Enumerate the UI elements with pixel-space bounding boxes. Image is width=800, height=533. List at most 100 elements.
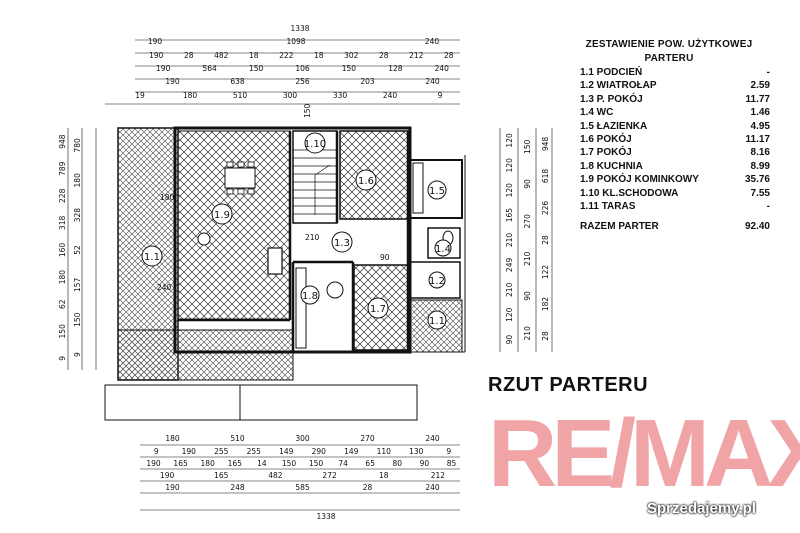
dimension-label: 165: [228, 459, 243, 468]
note-90: 90: [380, 253, 390, 262]
dimension-label: 212: [409, 51, 424, 60]
dimension-label: 28: [541, 331, 550, 341]
dimension-label: 150: [309, 459, 324, 468]
room-tag-1-8: 1.8: [302, 291, 318, 302]
room-tag-1-6: 1.6: [358, 176, 374, 187]
dimension-label: 222: [279, 51, 294, 60]
dim-top-r1-left: 190: [148, 37, 163, 46]
dimension-label: 190: [182, 447, 197, 456]
legend-room-value: 4.95: [750, 120, 770, 132]
legend-total-value: 92.40: [744, 221, 770, 233]
dimension-label: 203: [360, 77, 375, 86]
dimension-label: 190: [165, 77, 180, 86]
dimension-label: 106: [295, 64, 310, 73]
dimension-label: 149: [279, 447, 294, 456]
dimension-label: 110: [377, 447, 392, 456]
dimension-label: 52: [73, 245, 82, 255]
legend-room-value: 1.46: [750, 107, 770, 119]
room-tag-1-1-right: 1.1: [429, 316, 445, 327]
dimension-label: 149: [344, 447, 359, 456]
bathtub: [412, 162, 424, 214]
dimension-label: 240: [435, 64, 450, 73]
dimension-label: 210: [523, 326, 532, 341]
dimension-label: 256: [295, 77, 310, 86]
legend-total-label: RAZEM PARTER: [580, 221, 659, 233]
dimension-label: 270: [360, 434, 375, 443]
legend-room-label: 1.2 WIATROŁAP: [580, 80, 657, 92]
room-labels: 1.1 1.9 1.10 1.6 1.3 1.8 1.7 1.5 1.4 1.2…: [141, 132, 452, 330]
dimension-label: 90: [505, 335, 514, 345]
dimension-label: 80: [393, 459, 403, 468]
floor-lamp: [197, 232, 211, 246]
plan-title: RZUT PARTERU: [488, 374, 649, 396]
dimension-label: 18: [314, 51, 324, 60]
dimension-label: 255: [214, 447, 229, 456]
dimension-label: 510: [233, 91, 248, 100]
room-1-4-floor: [427, 227, 461, 259]
room-tag-1-10: 1.10: [304, 139, 326, 150]
dimension-label: 9: [154, 447, 159, 456]
stair-steps: [293, 149, 337, 215]
dimension-label: 165: [505, 208, 514, 223]
dimension-label: 300: [283, 91, 298, 100]
legend-total-row: RAZEM PARTER 92.40: [568, 221, 770, 232]
dimension-label: 157: [73, 278, 82, 293]
dimension-label: 240: [383, 91, 398, 100]
room-tag-1-7: 1.7: [370, 304, 386, 315]
legend-room-label: 1.1 PODCIEŃ: [580, 67, 643, 78]
dimension-label: 28: [541, 235, 550, 245]
front-porch-area: [117, 329, 294, 381]
room-1-5-floor: [409, 159, 463, 219]
dimension-label: 28: [444, 51, 454, 60]
dimension-label: 270: [523, 214, 532, 229]
dimension-label: 618: [541, 169, 550, 184]
dimension-label: 180: [183, 91, 198, 100]
dimension-label: 585: [295, 483, 310, 492]
room-tag-1-2: 1.2: [429, 276, 445, 287]
dimension-label: 180: [58, 270, 67, 285]
dimension-label: 120: [505, 158, 514, 173]
legend-room-label: 1.11 TARAS: [580, 200, 636, 212]
dimension-label: 190: [149, 51, 164, 60]
dimension-label: 65: [365, 459, 375, 468]
kitchen-counter: [295, 267, 307, 349]
legend-room-label: 1.4 WC: [580, 107, 614, 119]
dining-chairs: [226, 161, 255, 195]
dimension-label: 210: [505, 282, 514, 297]
dimension-label: 210: [505, 233, 514, 248]
room-tag-1-1: 1.1: [144, 252, 160, 263]
room-tag-1-3: 1.3: [334, 238, 350, 249]
dim-top-r1-right: 240: [425, 37, 440, 46]
dimension-label: 90: [523, 179, 532, 189]
dimension-label: 302: [344, 51, 359, 60]
dimension-label: 948: [541, 137, 550, 152]
dimension-label: 240: [425, 483, 440, 492]
kitchen-table: [326, 281, 344, 299]
room-tag-1-5: 1.5: [429, 186, 445, 197]
note-210: 210: [305, 233, 320, 242]
dim-top-r1: 1098: [286, 37, 305, 46]
note-180: 180: [160, 193, 175, 202]
dimension-label: 9: [446, 447, 451, 456]
dimension-label: 128: [388, 64, 403, 73]
dimension-label: 300: [295, 434, 310, 443]
dimension-label: 120: [505, 307, 514, 322]
dimension-label: 18: [379, 471, 389, 480]
legend-room-value: 11.77: [745, 93, 770, 105]
dimension-label: 328: [73, 208, 82, 223]
dimension-label: 28: [363, 483, 373, 492]
note-150: 150: [303, 103, 312, 118]
area-summary-legend: ZESTAWIENIE POW. UŻYTKOWEJ PARTERU 1.1 P…: [568, 38, 770, 232]
